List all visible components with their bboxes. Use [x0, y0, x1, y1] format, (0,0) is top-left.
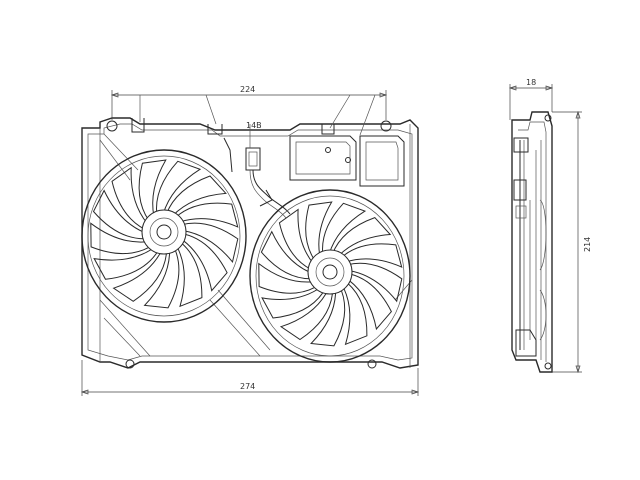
right-fan-blade: [322, 202, 367, 256]
left-fan-blade: [181, 222, 239, 264]
right-fan-blade: [279, 293, 333, 341]
right-fan-blades: [258, 201, 403, 347]
left-fan-blade: [138, 159, 167, 222]
bottom-width-dimension: 274: [80, 360, 420, 396]
left-fan-blade: [111, 166, 148, 230]
left-fan-blade: [112, 253, 167, 302]
left-fan-blade: [174, 202, 239, 228]
left-fan-blade: [92, 189, 146, 240]
side-height-dimension: 214: [552, 110, 592, 374]
left-fan-blade: [143, 249, 180, 309]
left-fan-blades: [90, 159, 239, 309]
right-fan-blade: [347, 262, 403, 303]
right-fan-blade: [343, 282, 368, 346]
right-fan-blade: [348, 273, 392, 331]
right-fan-blade: [331, 217, 392, 257]
bottom-width-label: 274: [240, 382, 255, 391]
left-fan-blade: [90, 222, 150, 255]
side-view: [511, 111, 553, 373]
right-fan-blade: [260, 230, 312, 280]
top-width-dimension: 224: [110, 85, 388, 148]
right-fan-blade: [305, 201, 333, 262]
side-depth-label: 18: [526, 78, 536, 87]
left-fan-blade: [182, 233, 228, 292]
right-fan-blade: [310, 289, 346, 347]
left-fan-hub-center: [156, 224, 172, 240]
right-fan: [249, 189, 411, 363]
right-fan-hub-center: [322, 264, 338, 280]
mounting-holes: [106, 118, 392, 369]
left-fan-blade: [155, 160, 202, 216]
side-depth-dimension: 18: [508, 78, 554, 120]
top-width-label: 224: [240, 85, 255, 94]
side-height-label: 214: [583, 237, 592, 252]
right-fan-blade: [340, 243, 403, 268]
right-fan-blade: [278, 208, 314, 270]
left-fan-blade: [165, 175, 227, 217]
left-fan-blade: [93, 248, 158, 280]
connector-tag-label: 14B: [246, 121, 262, 130]
right-fan-blade: [261, 288, 324, 319]
left-fan-blade: [177, 242, 203, 308]
right-fan-blade: [258, 262, 316, 294]
wiring-harness: 14B: [223, 121, 291, 219]
left-fan: [81, 149, 247, 323]
shroud-frame: [81, 117, 419, 369]
resistor-housing: [289, 135, 405, 187]
